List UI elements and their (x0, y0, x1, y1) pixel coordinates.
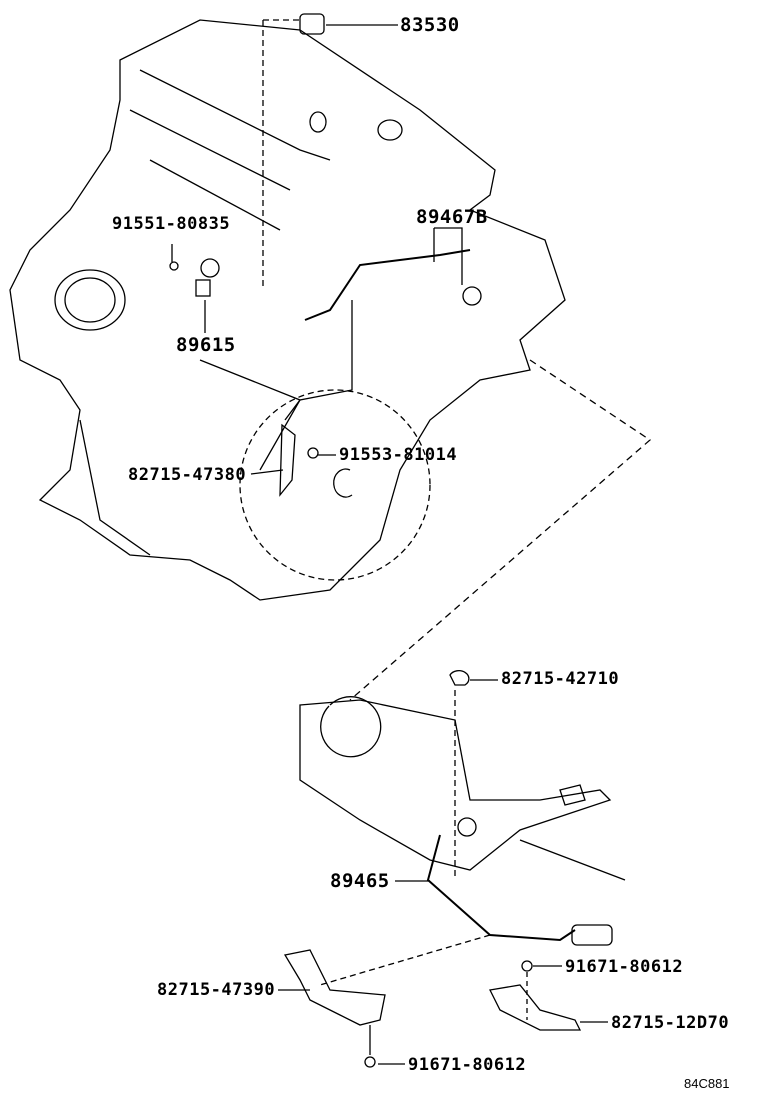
part-label: 82715-42710 (501, 669, 620, 689)
part-label: 89465 (330, 870, 390, 892)
part-label: 82715-12D70 (611, 1013, 730, 1033)
part-label: 91671-80612 (408, 1055, 527, 1075)
part-label: 83530 (400, 14, 460, 36)
part-label: 91553-81014 (339, 445, 458, 465)
engine-assembly-drawing (9, 19, 566, 601)
exhaust-converter-drawing (299, 696, 626, 881)
part-label: 82715-47380 (128, 465, 247, 485)
part-label: 91671-80612 (565, 957, 684, 977)
part-label: 91551-80835 (112, 214, 231, 234)
part-label: 82715-47390 (157, 980, 276, 1000)
part-label: 89467B (416, 206, 488, 228)
diagram-code: 84C881 (684, 1076, 730, 1091)
part-label: 89615 (176, 334, 236, 356)
